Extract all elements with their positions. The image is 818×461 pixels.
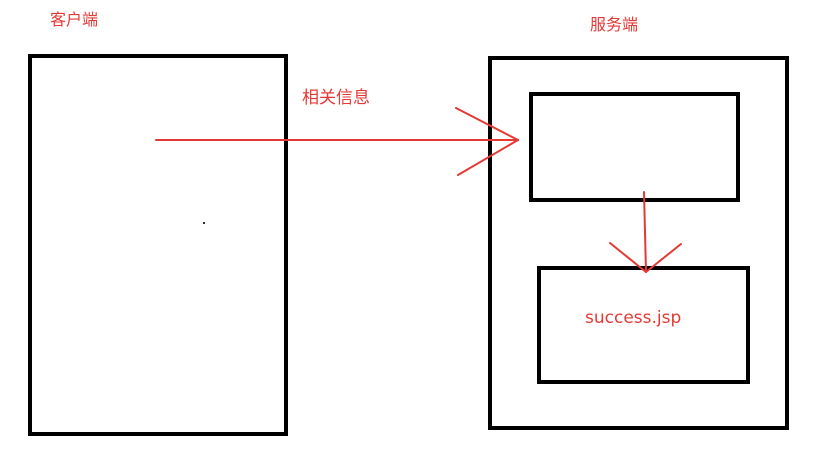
request-arrow-head-upper	[455, 107, 519, 141]
request-arrow	[155, 107, 519, 176]
client-dot	[203, 222, 205, 224]
forward-arrow-shaft	[643, 191, 647, 273]
server-label: 服务端	[590, 15, 639, 34]
request-arrow-head-lower	[457, 139, 519, 176]
success-jsp-label: success.jsp	[585, 308, 682, 328]
client-box	[28, 54, 288, 436]
client-label: 客户端	[50, 10, 99, 29]
servlet-box	[529, 92, 740, 202]
request-info-label: 相关信息	[302, 88, 370, 108]
forward-arrow-head-left	[609, 242, 647, 273]
jsp-box	[537, 266, 750, 384]
forward-arrow	[609, 191, 682, 273]
server-box	[488, 56, 789, 430]
forward-arrow-head-right	[645, 243, 682, 273]
